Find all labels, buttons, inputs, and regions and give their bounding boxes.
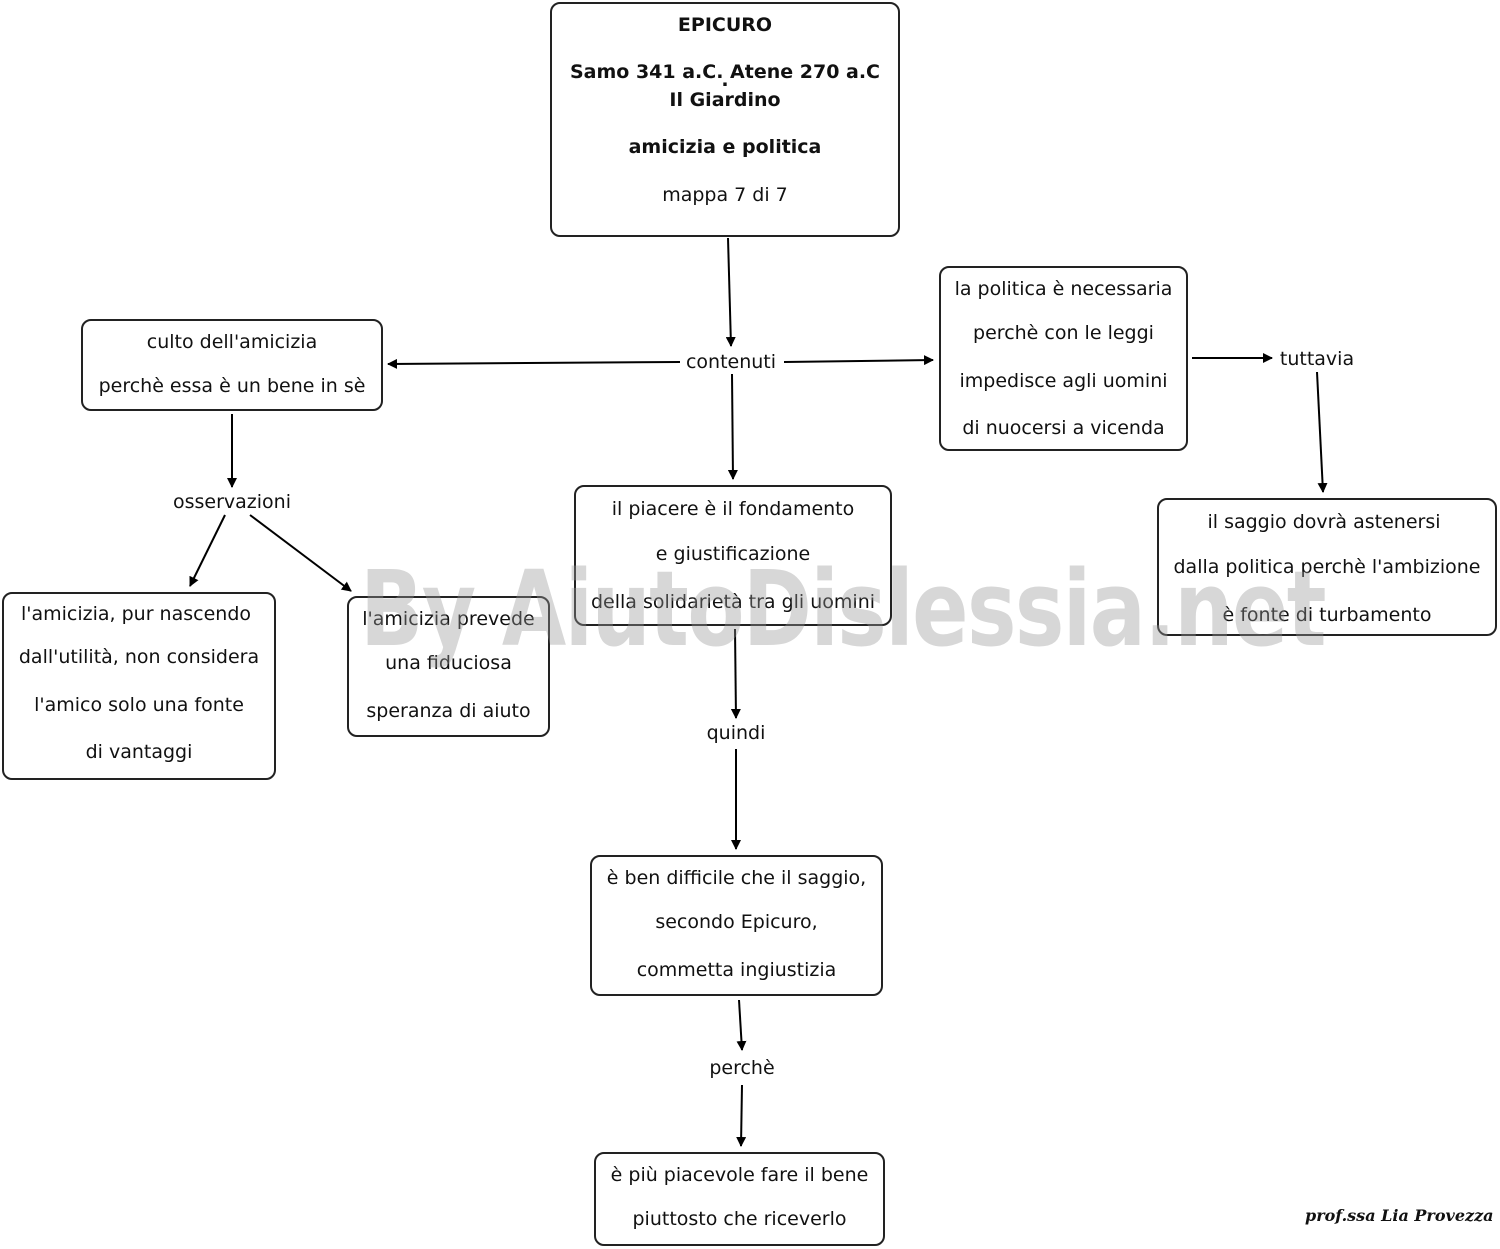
link-piacere-quindi bbox=[730, 628, 741, 719]
bene-line-2: piuttosto che riceverlo bbox=[632, 1208, 847, 1230]
utilita-line-4: di vantaggi bbox=[85, 741, 193, 763]
culto-line-2: perchè essa è un bene in sè bbox=[98, 375, 366, 397]
box-amicizia-fiducia: l'amicizia prevede una fiduciosa speranz… bbox=[347, 596, 550, 737]
title-giardino: Il Giardino bbox=[669, 89, 781, 111]
label-perche: perchè bbox=[705, 1057, 779, 1079]
politica-line-1: la politica è necessaria bbox=[954, 278, 1173, 300]
piacere-line-3: della solidarietà tra gli uomini bbox=[590, 590, 876, 613]
link-contenuti-politica bbox=[783, 355, 934, 366]
piacere-line-1: il piacere è il fondamento bbox=[611, 498, 855, 520]
fiducia-line-1: l'amicizia prevede bbox=[362, 608, 535, 630]
politica-line-4: di nuocersi a vicenda bbox=[962, 417, 1165, 439]
link-osservazioni-fiducia bbox=[249, 514, 352, 592]
link-contenuti-culto bbox=[387, 358, 681, 369]
link-perche-bene bbox=[736, 1084, 747, 1147]
utilita-line-2: dall'utilità, non considera bbox=[18, 646, 260, 668]
politica-line-2: perchè con le leggi bbox=[973, 322, 1154, 344]
astenersi-line-2: dalla politica perchè l'ambizione bbox=[1173, 556, 1481, 578]
ingiustizia-line-1: è ben difficile che il saggio, bbox=[606, 867, 867, 889]
utilita-line-3: l'amico solo una fonte bbox=[34, 693, 244, 716]
piacere-line-2: e giustificazione bbox=[655, 543, 811, 565]
label-quindi: quindi bbox=[702, 722, 770, 744]
title-map-number: mappa 7 di 7 bbox=[662, 184, 788, 206]
fiducia-line-3: speranza di aiuto bbox=[366, 699, 531, 722]
label-tuttavia: tuttavia bbox=[1275, 348, 1359, 370]
fiducia-line-2: una fiduciosa bbox=[385, 652, 512, 674]
box-amicizia-utilita: l'amicizia, pur nascendo dall'utilità, n… bbox=[2, 592, 276, 780]
bene-line-1: è più piacevole fare il bene bbox=[610, 1164, 869, 1186]
astenersi-line-1: il saggio dovrà astenersi bbox=[1207, 511, 1441, 533]
utilita-line-1: l'amicizia, pur nascendo bbox=[20, 603, 252, 625]
box-bene: è più piacevole fare il bene piuttosto c… bbox=[594, 1152, 885, 1246]
title-epicuro: EPICURO bbox=[677, 14, 773, 36]
politica-line-3: impedisce agli uomini bbox=[959, 369, 1168, 392]
box-ingiustizia: è ben difficile che il saggio, secondo E… bbox=[590, 855, 883, 996]
culto-line-1: culto dell'amicizia bbox=[146, 331, 318, 353]
astenersi-line-3: è fonte di turbamento bbox=[1222, 603, 1432, 626]
link-contenuti-piacere bbox=[727, 373, 738, 480]
box-piacere: il piacere è il fondamento e giustificaz… bbox=[574, 485, 892, 626]
link-title-contenuti bbox=[725, 237, 736, 347]
ingiustizia-line-3: commetta ingiustizia bbox=[636, 958, 837, 981]
title-dot: . bbox=[721, 69, 729, 91]
title-box: EPICURO Samo 341 a.C. Atene 270 a.C . Il… bbox=[550, 2, 900, 237]
link-tuttavia-saggio bbox=[1316, 371, 1328, 493]
label-osservazioni: osservazioni bbox=[168, 491, 296, 513]
label-contenuti: contenuti bbox=[681, 351, 781, 373]
link-osservazioni-utilita bbox=[189, 514, 226, 587]
box-saggio-astenersi: il saggio dovrà astenersi dalla politica… bbox=[1157, 498, 1497, 636]
author-signature: prof.ssa Lia Provezza bbox=[1305, 1206, 1494, 1225]
box-culto-amicizia: culto dell'amicizia perchè essa è un ben… bbox=[81, 319, 383, 411]
ingiustizia-line-2: secondo Epicuro, bbox=[655, 911, 818, 933]
title-dates: Samo 341 a.C. Atene 270 a.C bbox=[569, 61, 881, 83]
link-ingiustizia-perche bbox=[736, 999, 747, 1051]
box-politica: la politica è necessaria perchè con le l… bbox=[939, 266, 1188, 451]
title-topic: amicizia e politica bbox=[628, 136, 822, 158]
